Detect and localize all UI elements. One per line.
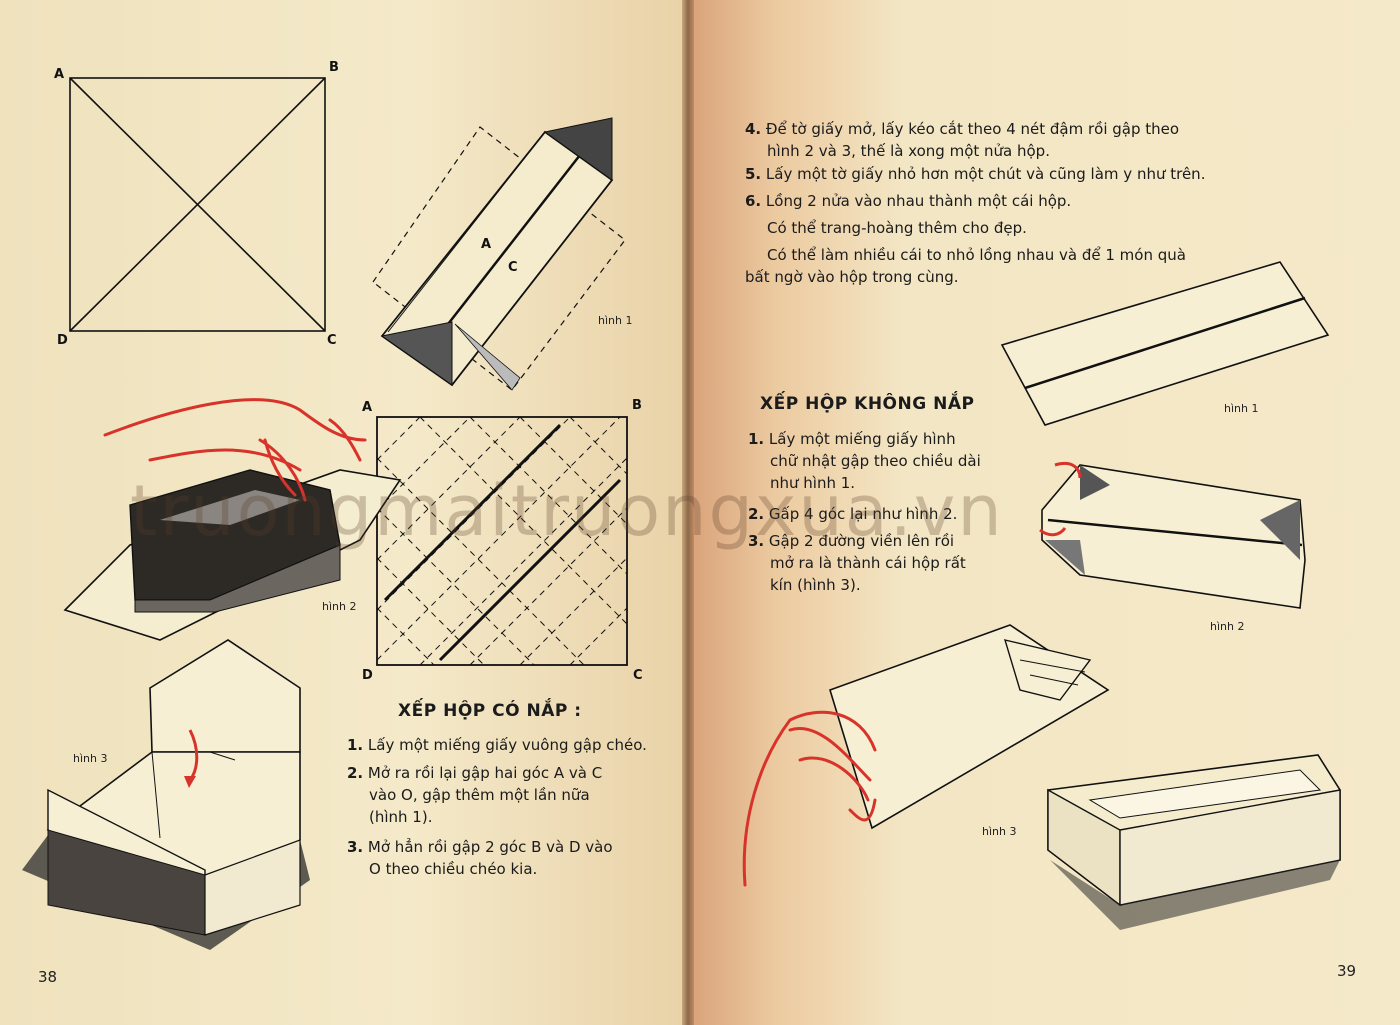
page-number-right: 39 (1337, 962, 1357, 980)
step-text: Gấp 4 góc lại như hình 2. (768, 505, 958, 523)
step-text: Lấy một tờ giấy nhỏ hơn một chút và cũng… (765, 165, 1206, 183)
square-label-c: C (327, 333, 337, 348)
fig1-caption: hình 1 (598, 314, 633, 327)
right-open-step-3: 3. Gập 2 đường viền lên rồi mở ra là thà… (748, 530, 966, 596)
step-text: hình 2 và 3, thế là xong một nửa hộp. (767, 142, 1050, 160)
section-title-box-without-lid: XẾP HỘP KHÔNG NẮP (760, 394, 975, 414)
step-number: 1. (748, 430, 765, 448)
right-fig1-folded-paper (1000, 261, 1330, 426)
grid-label-a: A (362, 400, 373, 415)
right-fig3-caption: hình 3 (982, 825, 1017, 838)
step-text: Mở ra rồi lại gập hai góc A và C (367, 764, 603, 782)
step-text: vào O, gập thêm một lần nữa (369, 786, 590, 804)
step-text: như hình 1. (770, 474, 856, 492)
step-text: Lấy một miếng giấy vuông gập chéo. (367, 736, 647, 754)
fig1-folded-strip (372, 117, 626, 391)
step-text: mở ra là thành cái hộp rất (770, 554, 966, 572)
step-text: chữ nhật gập theo chiều dài (770, 452, 981, 470)
step-text: kín (hình 3). (770, 576, 861, 594)
right-open-step-2: 2. Gấp 4 góc lại như hình 2. (748, 503, 957, 525)
square-label-a: A (54, 67, 65, 82)
step-text: Mở hẳn rồi gập 2 góc B và D vào (367, 838, 613, 856)
fig2-hand-folding-box (63, 398, 402, 641)
step-number: 3. (347, 838, 364, 856)
note-nesting-line-1: Có thể làm nhiều cái to nhỏ lồng nhau và… (767, 246, 1186, 264)
grid-square-diagram (376, 416, 628, 666)
step-text: Để tờ giấy mở, lấy kéo cắt theo 4 nét đậ… (765, 120, 1180, 138)
square-diagram (69, 77, 326, 332)
section-title-box-with-lid: XẾP HỘP CÓ NẮP : (398, 701, 582, 721)
left-step-1: 1. Lấy một miếng giấy vuông gập chéo. (347, 734, 647, 756)
step-number: 3. (748, 532, 765, 550)
step-text: O theo chiều chéo kia. (369, 860, 538, 878)
step-text: (hình 1). (369, 808, 433, 826)
left-step-2: 2. Mở ra rồi lại gập hai góc A và C vào … (347, 762, 602, 828)
right-fig3-hand-and-box (742, 624, 1341, 930)
right-fig1-caption: hình 1 (1224, 402, 1259, 415)
left-step-3: 3. Mở hẳn rồi gập 2 góc B và D vào O the… (347, 836, 613, 880)
book-gutter (682, 0, 694, 1025)
square-label-b: B (329, 60, 339, 75)
note-decorate: Có thể trang-hoàng thêm cho đẹp. (767, 219, 1027, 237)
fig2-caption: hình 2 (322, 600, 357, 613)
watermark: truongmaitruongxua.vn (130, 470, 1004, 552)
fig3-open-box (22, 639, 310, 950)
step-number: 5. (745, 165, 762, 183)
step-text: Gập 2 đường viền lên rồi (768, 532, 955, 550)
right-fig2-corner-folds (1039, 462, 1306, 609)
note-nesting-line-2: bất ngờ vào hộp trong cùng. (745, 268, 959, 286)
right-step-5: 5. Lấy một tờ giấy nhỏ hơn một chút và c… (745, 163, 1205, 185)
step-number: 2. (347, 764, 364, 782)
step-number: 6. (745, 192, 762, 210)
step-text: Lấy một miếng giấy hình (768, 430, 956, 448)
step-number: 2. (748, 505, 765, 523)
grid-label-c: C (633, 668, 643, 683)
grid-label-d: D (362, 668, 373, 683)
step-text: Lồng 2 nửa vào nhau thành một cái hộp. (765, 192, 1072, 210)
right-step-6: 6. Lồng 2 nửa vào nhau thành một cái hộp… (745, 190, 1071, 212)
right-step-4: 4. Để tờ giấy mở, lấy kéo cắt theo 4 nét… (745, 118, 1179, 162)
fig1-label-a: A (481, 237, 492, 252)
fig1-label-c: C (508, 260, 518, 275)
step-number: 4. (745, 120, 762, 138)
step-number: 1. (347, 736, 364, 754)
page-number-left: 38 (38, 968, 58, 986)
fig3-caption: hình 3 (73, 752, 108, 765)
right-open-step-1: 1. Lấy một miếng giấy hình chữ nhật gập … (748, 428, 981, 494)
right-fig2-caption: hình 2 (1210, 620, 1245, 633)
square-label-d: D (57, 333, 68, 348)
grid-label-b: B (632, 398, 642, 413)
